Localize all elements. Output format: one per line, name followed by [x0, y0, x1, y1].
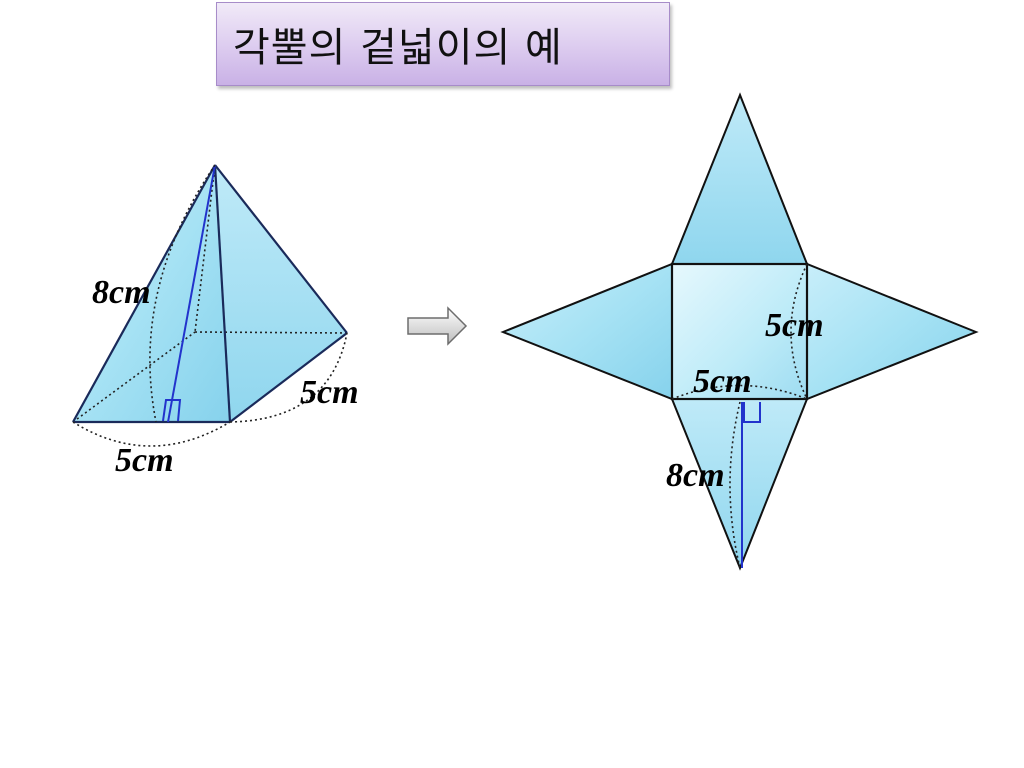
net-triangle-height-label: 8cm [666, 457, 725, 494]
pyramid-net: 5cm 5cm 8cm [500, 92, 979, 571]
net-left-triangle [500, 262, 673, 401]
square-pyramid: 8cm 5cm 5cm [72, 164, 359, 479]
net-right-triangle [806, 262, 979, 401]
page-title: 각뿔의 겉넓이의 예 [233, 25, 563, 71]
edge-apex-right [214, 164, 348, 334]
side-front-label: 5cm [115, 442, 174, 479]
net-square-right-label: 5cm [765, 307, 824, 344]
net-right-edge-arc [790, 263, 808, 400]
side-right-label: 5cm [300, 374, 359, 411]
net-top-triangle [670, 92, 809, 265]
slant-height-label: 8cm [92, 274, 151, 311]
hidden-lateral-edge [194, 164, 216, 333]
net-square-base [670, 262, 809, 401]
slant-height-line [167, 164, 216, 423]
front-edge-arc [72, 421, 231, 447]
net-bottom-edge-arc [671, 384, 808, 400]
hidden-base-edge-back [194, 331, 348, 334]
title-box: 각뿔의 겉넓이의 예 [216, 2, 670, 86]
pyramid-front-face [73, 165, 230, 422]
right-edge-arc [229, 332, 348, 423]
edge-apex-front [213, 164, 232, 423]
hidden-base-edge-left [72, 331, 196, 423]
net-square-bottom-label: 5cm [693, 363, 752, 400]
edge-base-right [229, 332, 348, 423]
net-height-arc [729, 401, 741, 569]
right-arrow-icon [407, 306, 468, 346]
edge-apex-left [72, 164, 216, 423]
net-right-angle-mark [743, 402, 761, 423]
right-angle-mark [162, 399, 182, 422]
